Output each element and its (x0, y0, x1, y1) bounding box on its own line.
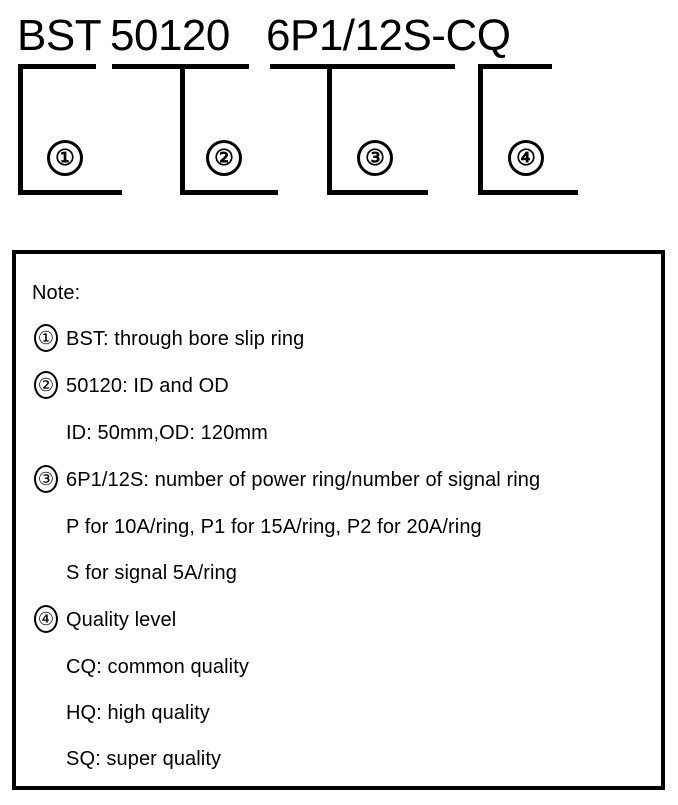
callout-marker-2: ② (206, 140, 242, 176)
bracket-left-rule-2 (180, 64, 185, 195)
note-line-3: ID: 50mm,OD: 120mm (66, 422, 268, 444)
note-line-9: HQ: high quality (66, 702, 210, 724)
bracket-top-rule-4 (478, 64, 552, 69)
callout-marker-4: ④ (508, 140, 544, 176)
note-line-8: CQ: common quality (66, 656, 249, 678)
part-number-segment-size: 50120 (110, 11, 230, 60)
bracket-callout-2 (112, 64, 278, 195)
bracket-callout-1 (18, 64, 122, 195)
note-line-6: S for signal 5A/ring (66, 562, 237, 584)
callout-marker-1: ① (47, 140, 83, 176)
bracket-left-rule-4 (478, 64, 483, 195)
note-line-2: 50120: ID and OD (66, 375, 229, 397)
note-line-7: Quality level (66, 609, 177, 631)
bracket-callout-3 (270, 64, 455, 195)
bracket-bottom-rule-2 (180, 190, 278, 195)
note-title: Note: (32, 282, 81, 304)
bracket-bottom-rule-4 (478, 190, 578, 195)
part-number-segment-rings-quality: 6P1/12S-CQ (266, 11, 511, 60)
part-number-segment-bst: BST (17, 11, 102, 60)
bracket-top-rule-1 (18, 64, 96, 69)
bracket-callout-4 (478, 64, 578, 195)
note-line-4: 6P1/12S: number of power ring/number of … (66, 469, 541, 491)
bracket-bottom-rule-1 (18, 190, 122, 195)
bracket-left-rule-1 (18, 64, 23, 195)
bracket-callout-group: ① ② ③ ④ (0, 0, 678, 210)
bracket-bottom-rule-3 (327, 190, 428, 195)
note-box: Note: ① BST: through bore slip ring ② 50… (12, 250, 665, 790)
bracket-top-rule-3 (270, 64, 455, 69)
bracket-left-rule-3 (327, 64, 332, 195)
note-line-1: BST: through bore slip ring (66, 328, 305, 350)
note-line-5: P for 10A/ring, P1 for 15A/ring, P2 for … (66, 516, 482, 538)
note-marker-2: ② (34, 371, 58, 399)
note-marker-1: ① (34, 324, 58, 352)
callout-marker-3: ③ (357, 140, 393, 176)
part-number-header: BST 50120 6P1/12S-CQ (0, 0, 678, 70)
note-marker-4: ④ (34, 605, 58, 633)
note-marker-3: ③ (34, 465, 58, 493)
note-line-10: SQ: super quality (66, 748, 222, 770)
